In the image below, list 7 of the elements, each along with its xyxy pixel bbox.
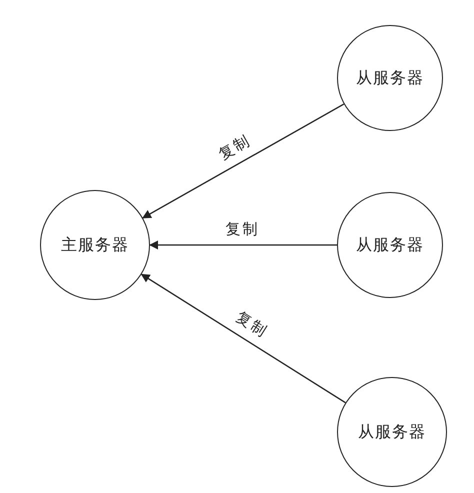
node-label: 从服务器 xyxy=(356,68,424,88)
arrow xyxy=(142,104,344,218)
node-label: 从服务器 xyxy=(356,234,424,256)
arrow xyxy=(140,274,346,404)
node-label: 主服务器 xyxy=(61,234,129,256)
node-label: 从服务器 xyxy=(358,422,426,442)
arrow xyxy=(149,240,337,250)
